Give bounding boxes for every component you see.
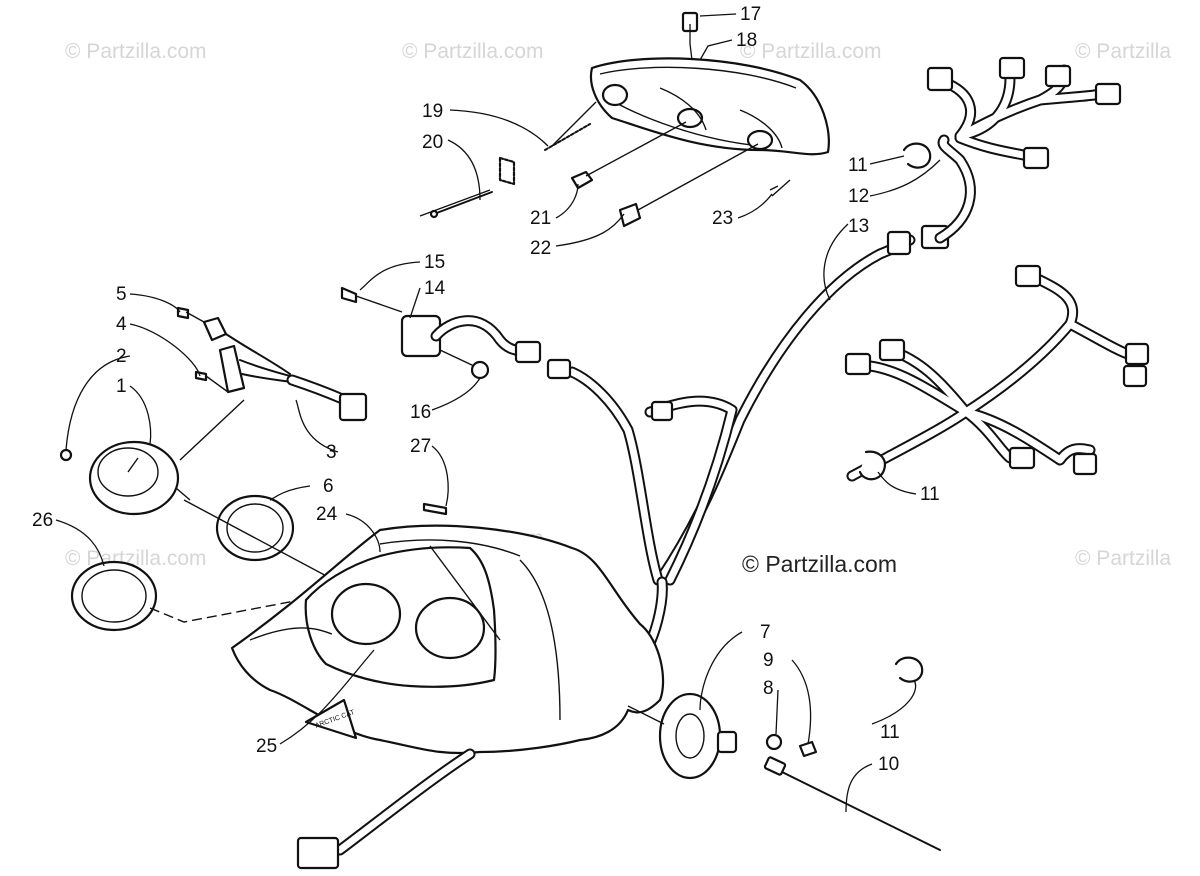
callout-3: 3	[326, 442, 337, 463]
callout-6: 6	[323, 476, 334, 497]
callout-24: 24	[316, 504, 338, 525]
callout-15: 15	[424, 252, 445, 273]
watermark: © Partzilla	[1075, 547, 1171, 570]
harness-12	[926, 56, 1122, 170]
screw-15	[340, 286, 358, 304]
gauge-1	[88, 440, 180, 516]
callout-20: 20	[422, 132, 443, 153]
connector	[926, 66, 954, 92]
connector	[1022, 146, 1050, 170]
watermark: © Partzilla.com	[402, 40, 544, 63]
connector	[1014, 264, 1042, 288]
bulb-5	[176, 306, 190, 320]
callout-22: 22	[530, 238, 551, 259]
main-harness	[546, 134, 976, 666]
connector	[878, 338, 906, 362]
callout-11-bottom: 11	[880, 722, 900, 743]
drive-7	[658, 692, 722, 780]
watermark-primary: © Partzilla.com	[742, 551, 897, 577]
washer-8	[765, 733, 783, 751]
callout-4: 4	[116, 314, 127, 335]
callout-19: 19	[422, 101, 443, 122]
connector	[1044, 64, 1072, 88]
connector	[998, 56, 1026, 80]
speedometer-drive	[627, 692, 941, 851]
callout-18: 18	[736, 30, 757, 51]
socket	[218, 344, 246, 394]
connector	[546, 358, 572, 380]
bulb-23	[769, 179, 791, 197]
bulb-4	[194, 370, 208, 382]
callout-7: 7	[760, 622, 771, 643]
clamp-11	[894, 656, 924, 683]
connector	[1072, 452, 1098, 476]
callout-12: 12	[848, 186, 869, 207]
callout-10: 10	[878, 754, 899, 775]
callout-16: 16	[410, 402, 431, 423]
lens-26	[70, 560, 158, 632]
cable-10	[777, 769, 941, 851]
socket	[202, 316, 228, 342]
callout-9: 9	[763, 650, 774, 671]
callout-23: 23	[712, 208, 733, 229]
harness-lower-right	[844, 264, 1150, 482]
callout-8: 8	[763, 678, 774, 699]
callout-21: 21	[530, 208, 551, 229]
watermark: © Partzilla	[1075, 40, 1171, 63]
bezel-ring-6	[215, 494, 295, 562]
connector	[844, 352, 872, 376]
callout-5: 5	[116, 284, 127, 305]
callout-26: 26	[32, 510, 53, 531]
callout-11-top: 11	[848, 155, 868, 176]
nut-9	[798, 740, 818, 758]
connector	[296, 836, 340, 870]
callout-2: 2	[116, 346, 127, 367]
callout-25: 25	[256, 736, 277, 757]
socket-22	[618, 202, 642, 228]
adjuster-screw-20	[433, 191, 493, 215]
connector	[650, 400, 674, 422]
part-27	[422, 502, 448, 516]
connector	[1124, 342, 1150, 366]
resistor-assembly	[340, 286, 542, 380]
connector-3	[338, 392, 368, 422]
connector	[886, 230, 912, 256]
bulb-2	[59, 448, 73, 462]
connector	[1094, 82, 1122, 106]
gauge-assembly	[59, 306, 368, 516]
connector	[514, 340, 542, 364]
callout-13: 13	[848, 216, 869, 237]
callout-1: 1	[116, 376, 127, 397]
watermark: © Partzilla.com	[65, 40, 207, 63]
leader-lines	[55, 13, 941, 813]
decal-25	[304, 698, 358, 740]
callout-27: 27	[410, 436, 431, 457]
spring-19	[544, 123, 591, 151]
callout-14: 14	[424, 278, 446, 299]
clamp-11	[902, 142, 932, 169]
connector	[1122, 364, 1148, 388]
connector	[1008, 446, 1036, 470]
callout-11-mid: 11	[920, 484, 940, 505]
nut-16	[470, 360, 490, 380]
callout-17: 17	[740, 4, 761, 25]
callout-labels: 1 2 3 4 5 6 7 8 9 10 11 11 11 12 13 14 1…	[32, 4, 940, 775]
watermarks: © Partzilla.com © Partzilla.com © Partzi…	[65, 40, 1171, 577]
watermark: © Partzilla.com	[740, 40, 882, 63]
headlight-assembly	[419, 11, 830, 228]
console-housing: ARCTIC CAT	[230, 502, 665, 870]
